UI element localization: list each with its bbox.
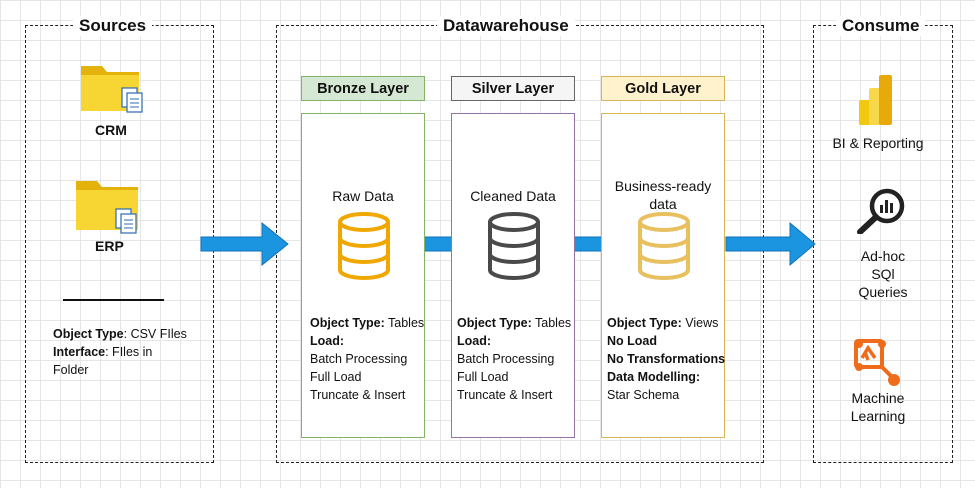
silver-layer-box: Cleaned Data Object Type: Tables Load: B… <box>451 113 575 438</box>
erp-label: ERP <box>95 238 124 254</box>
adhoc-query-icon <box>857 188 905 234</box>
bronze-load-strategy: Truncate & Insert <box>310 388 406 402</box>
silver-load-strategy: Truncate & Insert <box>457 388 553 402</box>
ml-label-line-2: Learning <box>850 408 906 424</box>
gold-object-type-value: Views <box>681 316 719 330</box>
machine-learning-icon <box>854 339 900 386</box>
bronze-load-type: Full Load <box>310 370 362 384</box>
bronze-layer-header: Bronze Layer <box>301 76 425 101</box>
crm-folder-icon <box>80 60 146 121</box>
adhoc-label-line-2: SQl <box>871 266 895 282</box>
gold-layer-details: Object Type: Views No Load No Transforma… <box>607 314 725 404</box>
object-type-value: : CSV FIles <box>123 327 187 341</box>
silver-layer-title: Cleaned Data <box>470 188 556 204</box>
sources-object-type: Object Type: CSV FIles <box>53 325 187 343</box>
crm-label: CRM <box>95 122 127 138</box>
silver-load-label: Load: <box>457 334 492 348</box>
interface-label: Interface <box>53 345 106 359</box>
consume-title: Consume <box>836 16 926 36</box>
gold-object-type-label: Object Type: <box>607 316 682 330</box>
gold-data-modelling-label: Data Modelling: <box>607 370 701 384</box>
gold-layer-box: Business-ready data Object Type: Views N… <box>601 113 725 438</box>
bronze-layer-box: Raw Data Object Type: Tables Load: Batch… <box>301 113 425 438</box>
silver-layer-header: Silver Layer <box>451 76 575 101</box>
separator-line <box>63 299 164 301</box>
sources-interface: Interface: FIles in <box>53 343 152 361</box>
arrow-sources-to-bronze <box>200 222 289 266</box>
object-type-label: Object Type <box>53 327 124 341</box>
bronze-database-icon <box>338 212 390 280</box>
bronze-object-type-label: Object Type: <box>310 316 385 330</box>
datawarehouse-title: Datawarehouse <box>437 16 575 36</box>
bronze-load-label: Load: <box>310 334 345 348</box>
bronze-object-type-value: Tables <box>384 316 425 330</box>
gold-layer-title-line-1: Business-ready <box>614 178 712 194</box>
silver-load-method: Batch Processing <box>457 352 555 366</box>
silver-object-type-value: Tables <box>531 316 572 330</box>
power-bi-icon <box>859 75 892 125</box>
gold-database-icon <box>638 212 690 280</box>
gold-schema-value: Star Schema <box>607 388 680 402</box>
gold-load-label: No Load <box>607 334 657 348</box>
erp-folder-icon <box>75 175 141 242</box>
adhoc-label-line-1: Ad-hoc <box>860 248 906 264</box>
adhoc-label-line-3: Queries <box>858 284 908 300</box>
sources-title: Sources <box>73 16 153 36</box>
silver-database-icon <box>488 212 540 280</box>
silver-load-type: Full Load <box>457 370 509 384</box>
sources-interface-cont: Folder <box>53 363 89 377</box>
bronze-layer-details: Object Type: Tables Load: Batch Processi… <box>310 314 424 404</box>
gold-transformations-label: No Transformations <box>607 352 726 366</box>
bronze-load-method: Batch Processing <box>310 352 408 366</box>
arrow-gold-to-consume <box>725 222 816 266</box>
gold-layer-header: Gold Layer <box>601 76 725 101</box>
bi-reporting-label: BI & Reporting <box>832 135 924 151</box>
ml-label-line-1: Machine <box>851 390 905 406</box>
silver-layer-details: Object Type: Tables Load: Batch Processi… <box>457 314 571 404</box>
bronze-layer-title: Raw Data <box>332 188 394 204</box>
silver-object-type-label: Object Type: <box>457 316 532 330</box>
gold-layer-title-line-2: data <box>649 196 677 212</box>
interface-value: : FIles in <box>105 345 153 359</box>
